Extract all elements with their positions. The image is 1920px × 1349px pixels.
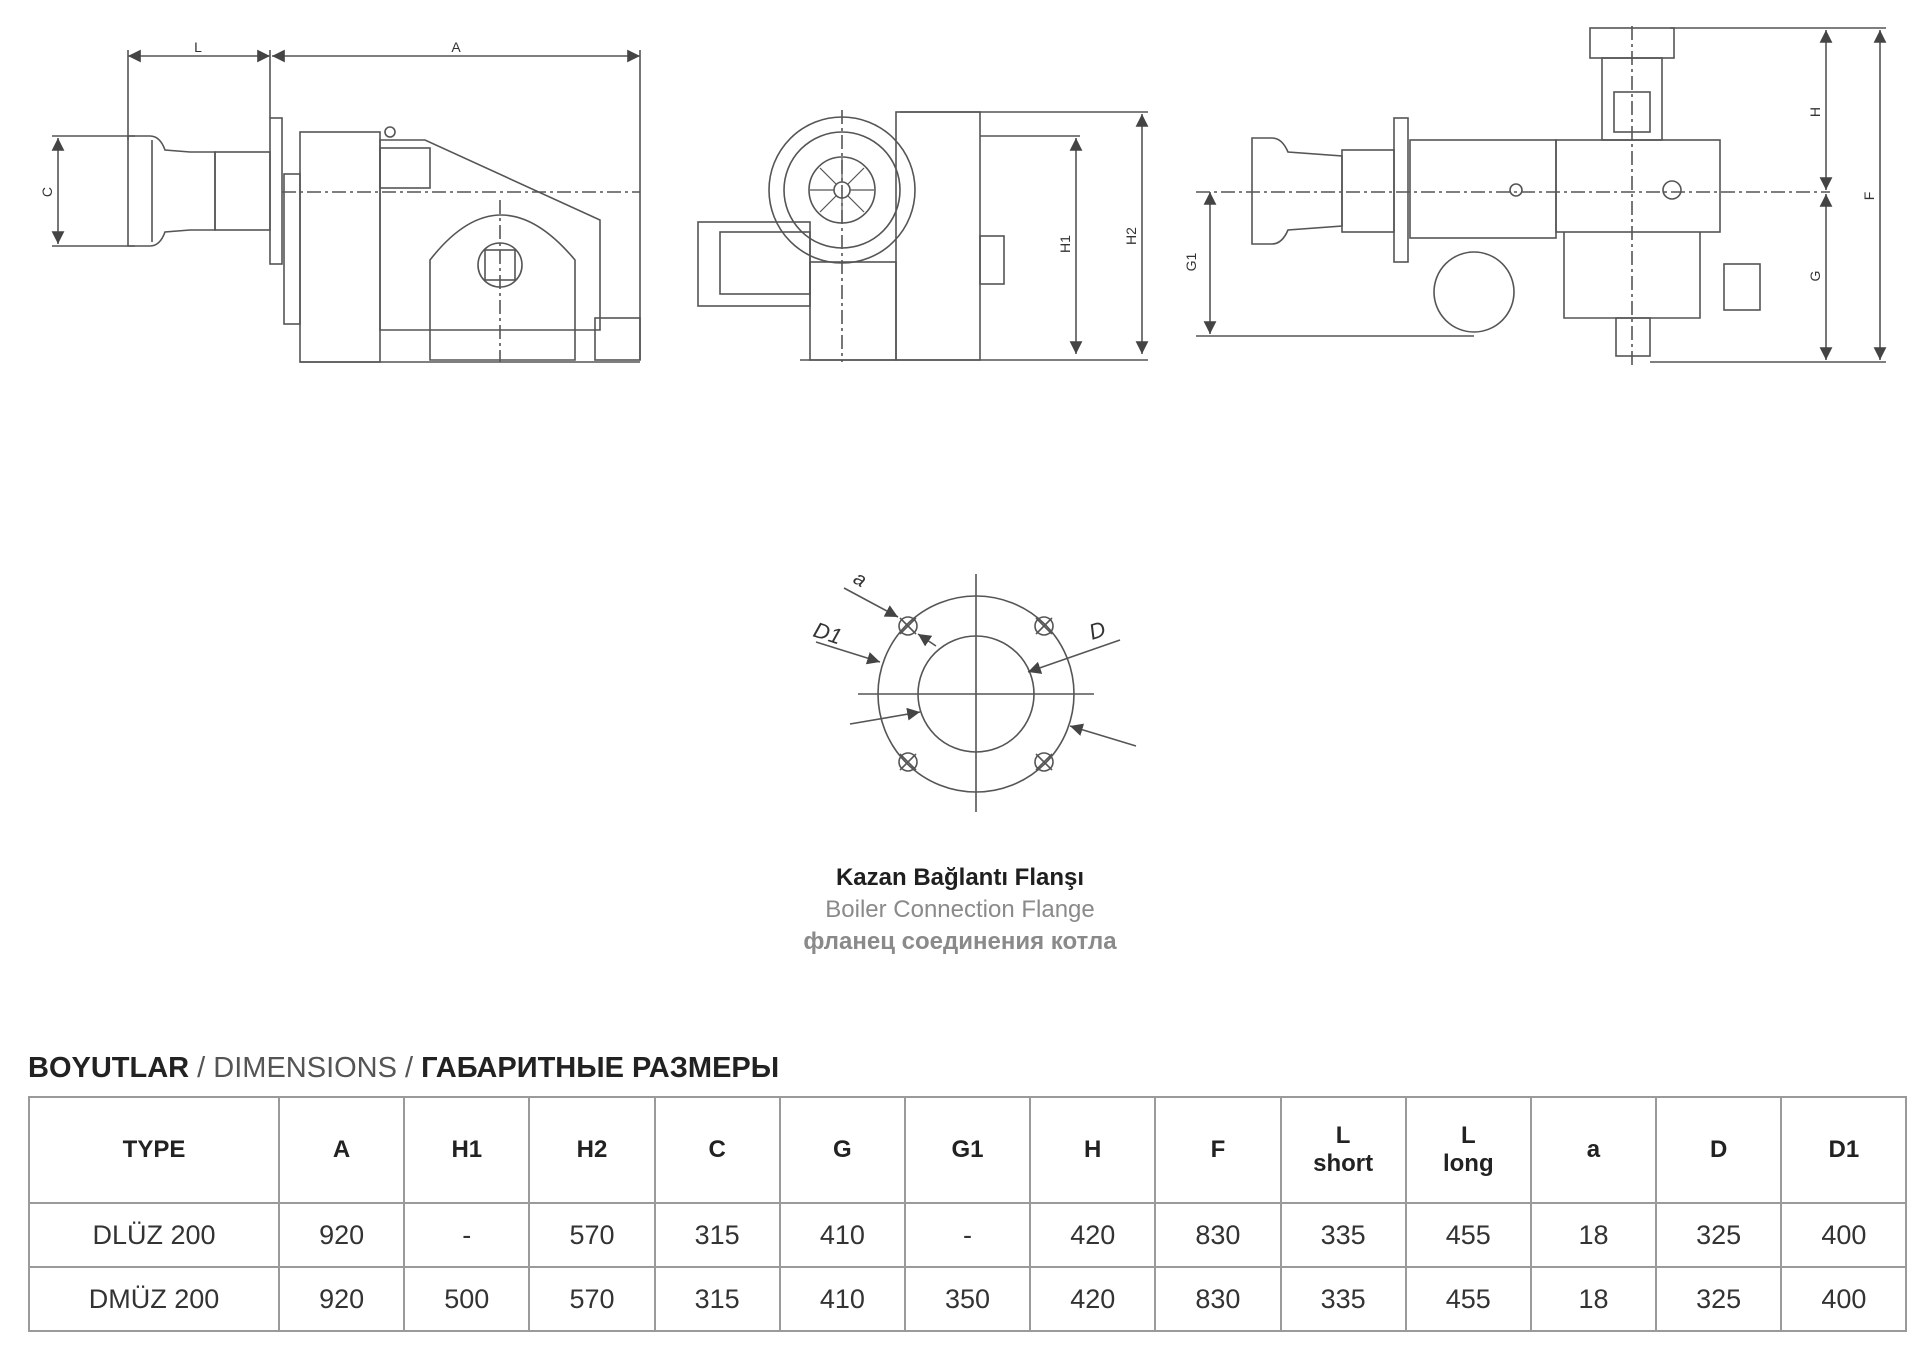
caption-english: Boiler Connection Flange <box>825 896 1095 923</box>
front-view-drawing <box>697 110 1149 362</box>
table-cell: DLÜZ 200 <box>28 1202 280 1268</box>
table-cell: 830 <box>1154 1266 1282 1332</box>
header-sub: long <box>1442 1150 1494 1177</box>
table-cell: 18 <box>1529 1266 1658 1332</box>
side-label-C: C <box>39 187 55 197</box>
table-cell: 400 <box>1780 1266 1908 1332</box>
header-main: L <box>1460 1122 1476 1149</box>
flange-label-D: D <box>1086 616 1109 645</box>
table-row: DLÜZ 200 920 - 570 315 410 - 420 830 335… <box>28 1202 1908 1268</box>
header-cell: F <box>1154 1096 1282 1204</box>
title-english: DIMENSIONS <box>213 1052 397 1084</box>
flange-label-D1: D1 <box>810 617 844 649</box>
header-cell: H <box>1029 1096 1157 1204</box>
header-cell: C <box>653 1096 781 1204</box>
table-cell: 315 <box>653 1266 781 1332</box>
table-cell: 325 <box>1655 1266 1783 1332</box>
caption-russian: фланец соединения котла <box>803 928 1117 955</box>
caption-turkish: Kazan Bağlantı Flanşı <box>835 864 1085 891</box>
header-cell: D1 <box>1780 1096 1908 1204</box>
right-label-G: G <box>1807 271 1823 282</box>
table-cell: 315 <box>653 1202 781 1268</box>
table-cell: 400 <box>1780 1202 1908 1268</box>
table-cell: 325 <box>1655 1202 1783 1268</box>
table-cell: 420 <box>1029 1202 1157 1268</box>
header-cell: A <box>277 1096 406 1204</box>
table-cell: - <box>903 1202 1032 1268</box>
table-cell: 920 <box>277 1202 406 1268</box>
header-cell: G <box>778 1096 906 1204</box>
header-main: L <box>1335 1122 1351 1149</box>
table-cell: - <box>403 1202 531 1268</box>
table-cell: 335 <box>1279 1202 1407 1268</box>
table-cell: 18 <box>1529 1202 1658 1268</box>
table-cell: 500 <box>403 1266 531 1332</box>
header-cell: H2 <box>528 1096 656 1204</box>
table-cell: 410 <box>778 1202 906 1268</box>
right-label-G1: G1 <box>1183 252 1199 271</box>
side-label-A: A <box>451 39 461 55</box>
front-label-H2: H2 <box>1123 227 1139 245</box>
table-cell: 335 <box>1279 1266 1407 1332</box>
table-cell: 920 <box>277 1266 406 1332</box>
right-label-H: H <box>1807 107 1823 117</box>
side-view-drawing <box>51 49 641 363</box>
header-cell: H1 <box>403 1096 531 1204</box>
table-cell: 420 <box>1029 1266 1157 1332</box>
flange-drawing <box>815 574 1137 812</box>
table-cell: DMÜZ 200 <box>28 1266 280 1332</box>
title-separator: / <box>396 1052 422 1084</box>
table-row: DMÜZ 200 920 500 570 315 410 350 420 830… <box>28 1266 1908 1332</box>
header-cell: G1 <box>903 1096 1032 1204</box>
header-sub: short <box>1313 1150 1374 1177</box>
table-cell: 830 <box>1154 1202 1282 1268</box>
table-cell: 455 <box>1404 1202 1532 1268</box>
flange-caption: Kazan Bağlantı Flanşı Boiler Connection … <box>0 862 1920 958</box>
header-cell: TYPE <box>28 1096 280 1204</box>
front-label-H1: H1 <box>1057 235 1073 253</box>
header-cell: D <box>1655 1096 1783 1204</box>
table-cell: 570 <box>528 1202 656 1268</box>
dimensions-title: BOYUTLAR / DIMENSIONS / ГАБАРИТНЫЕ РАЗМЕ… <box>28 1052 779 1085</box>
right-view-drawing <box>1196 26 1887 366</box>
right-label-F: F <box>1861 192 1877 201</box>
flange-label-a: a <box>850 567 871 592</box>
table-cell: 350 <box>903 1266 1032 1332</box>
title-separator: / <box>189 1052 214 1084</box>
table-cell: 455 <box>1404 1266 1532 1332</box>
table-cell: 410 <box>778 1266 906 1332</box>
table-cell: 570 <box>528 1266 656 1332</box>
side-label-L: L <box>194 39 202 55</box>
header-cell: a <box>1529 1096 1658 1204</box>
title-turkish: BOYUTLAR <box>28 1052 190 1084</box>
title-russian: ГАБАРИТНЫЕ РАЗМЕРЫ <box>421 1052 780 1084</box>
